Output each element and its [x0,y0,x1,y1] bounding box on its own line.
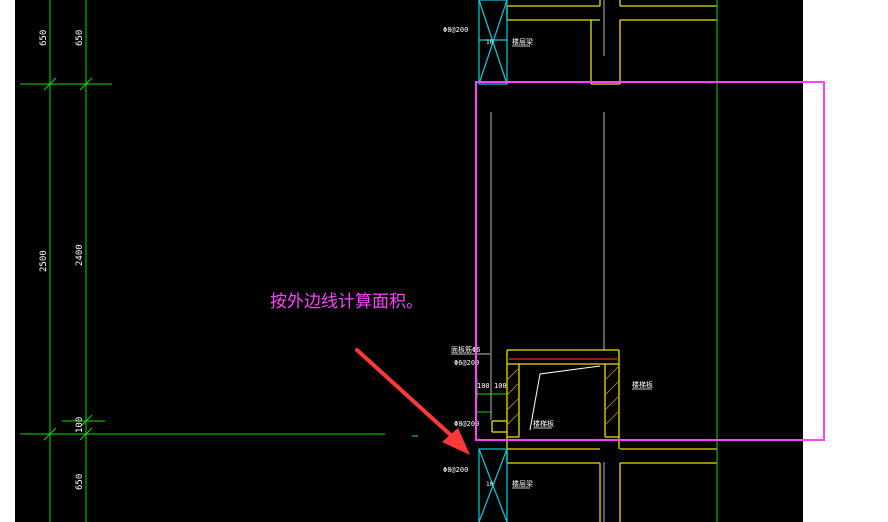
dim-650-top-outer: 650 [39,30,49,46]
wall-hatch [506,365,620,426]
label-10-bottom: 10 [486,481,494,488]
leader-lines [451,45,652,489]
arrow-icon [355,348,470,455]
rebar-label-bottom: Φ8@200 [443,466,468,474]
cad-canvas[interactable] [15,0,803,522]
rebar-label-top: Φ8@200 [443,26,468,34]
rebar-label-lower: Φ8@200 [454,420,479,428]
beam-label-top: 楼层梁 [512,37,533,46]
stair-slab-label-right: 楼梯板 [632,380,653,389]
column-top [478,0,508,85]
dim-2500: 2500 [39,250,49,272]
concrete-outline [491,0,717,522]
area-note-text: 按外边线计算面积。 [270,292,423,312]
parapet-note-1: 面板筋Φ6 [451,345,480,354]
dim-100-left: 100 [477,382,490,390]
axis-lines [490,0,605,522]
left-dimension-chains [20,0,385,522]
label-10-top: 10 [486,39,494,46]
stair-slab-outline [529,365,601,431]
dim-2400: 2400 [75,244,85,266]
dim-100-right: 100 [494,382,507,390]
beam-label-bottom: 楼层梁 [512,479,533,488]
dim-650-bottom: 650 [75,474,85,490]
dim-650-top-inner: 650 [75,30,85,46]
stair-slab-label-inner: 楼梯板 [533,419,554,428]
column-bottom [478,448,508,522]
dim-100: 100 [75,417,85,433]
parapet-note-2: Φ6@200 [454,359,479,367]
area-selection-box[interactable] [475,81,825,441]
